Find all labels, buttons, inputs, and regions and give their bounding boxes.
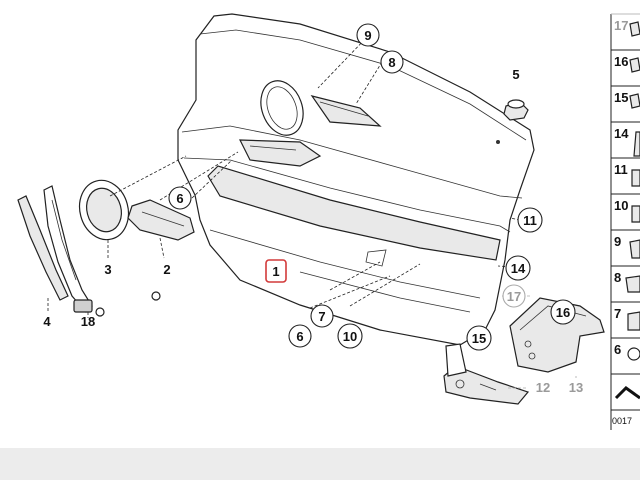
- svg-text:12: 12: [536, 380, 550, 395]
- svg-text:3: 3: [104, 262, 111, 277]
- callout-16[interactable]: 16: [550, 299, 576, 325]
- callout-10[interactable]: 10: [337, 323, 363, 349]
- svg-text:11: 11: [523, 213, 537, 228]
- callout-15[interactable]: 15: [466, 325, 492, 351]
- svg-text:15: 15: [472, 331, 486, 346]
- callout-17[interactable]: 17: [502, 284, 526, 308]
- side-item-10: 10: [614, 198, 628, 213]
- bracket-13[interactable]: [509, 297, 605, 373]
- svg-text:5: 5: [512, 67, 519, 82]
- side-item-17: 17: [614, 18, 628, 33]
- door-panel[interactable]: [177, 13, 535, 346]
- leader-lines: [47, 35, 577, 389]
- side-panel-code: 0017: [612, 416, 632, 426]
- footer-bar: [0, 448, 640, 480]
- handle-bracket[interactable]: [43, 185, 161, 317]
- parts-diagram: 9 8 5 6 11 14 17 1 3 2 7 6 10: [17, 13, 640, 430]
- callout-5[interactable]: 5: [512, 67, 519, 82]
- svg-text:7: 7: [318, 309, 325, 324]
- svg-text:18: 18: [81, 314, 95, 329]
- side-item-7: 7: [614, 306, 621, 321]
- door-pull-trim[interactable]: [17, 195, 69, 301]
- side-item-9: 9: [614, 234, 621, 249]
- callout-12[interactable]: 12: [536, 380, 550, 395]
- svg-text:8: 8: [388, 55, 395, 70]
- svg-text:16: 16: [556, 305, 570, 320]
- svg-text:9: 9: [364, 28, 371, 43]
- side-item-15: 15: [614, 90, 628, 105]
- callout-18[interactable]: 18: [81, 314, 95, 329]
- callout-6-upper[interactable]: 6: [168, 186, 192, 210]
- callout-4[interactable]: 4: [43, 314, 51, 329]
- side-item-11: 11: [614, 162, 628, 177]
- callout-11[interactable]: 11: [517, 207, 543, 233]
- svg-text:2: 2: [163, 262, 170, 277]
- side-item-16: 16: [614, 54, 628, 69]
- callout-6-lower[interactable]: 6: [288, 324, 312, 348]
- clip-5[interactable]: [503, 99, 529, 121]
- svg-text:17: 17: [507, 289, 521, 304]
- svg-text:6: 6: [296, 329, 303, 344]
- bracket-12[interactable]: [443, 343, 530, 405]
- callout-8[interactable]: 8: [380, 50, 404, 74]
- callout-7[interactable]: 7: [310, 304, 334, 328]
- callout-1-highlighted[interactable]: 1: [265, 259, 287, 283]
- svg-text:6: 6: [176, 191, 183, 206]
- callout-13[interactable]: 13: [569, 380, 583, 395]
- side-item-14: 14: [614, 126, 629, 141]
- speaker-cover[interactable]: [73, 175, 135, 245]
- callout-9[interactable]: 9: [356, 23, 380, 47]
- svg-text:4: 4: [43, 314, 51, 329]
- svg-text:13: 13: [569, 380, 583, 395]
- callout-2[interactable]: 2: [163, 262, 170, 277]
- side-item-8: 8: [614, 270, 621, 285]
- svg-text:14: 14: [511, 261, 526, 276]
- callout-3[interactable]: 3: [104, 262, 111, 277]
- callout-14[interactable]: 14: [505, 255, 531, 281]
- svg-text:10: 10: [343, 329, 357, 344]
- svg-text:1: 1: [272, 264, 279, 279]
- inner-door-handle[interactable]: [127, 199, 195, 241]
- side-item-6: 6: [614, 342, 621, 357]
- parts-side-panel: 17 16 15 14 11 10 9 8 7 6 0017: [610, 13, 640, 430]
